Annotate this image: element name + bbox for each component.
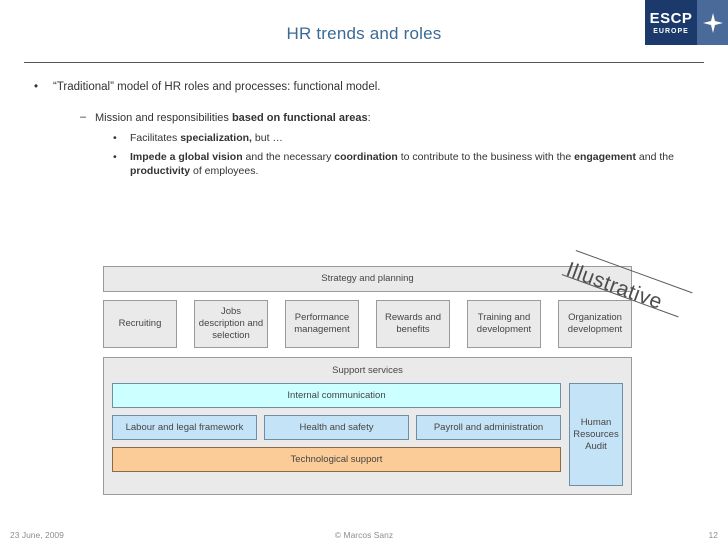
- bullet-marker-3b: •: [113, 151, 117, 163]
- support-services-right-column: Human Resources Audit: [569, 383, 623, 486]
- internal-communication-bar: Internal communication: [112, 383, 561, 408]
- bullet-level2: – Mission and responsibilities based on …: [80, 111, 728, 126]
- bullet-content: • “Traditional” model of HR roles and pr…: [0, 80, 728, 178]
- bullet-marker-1: •: [34, 81, 39, 93]
- support-box-payroll-administration: Payroll and administration: [416, 415, 561, 440]
- footer-copyright: © Marcos Sanz: [334, 530, 394, 540]
- slide-footer: 23 June, 2009 © Marcos Sanz 12: [0, 527, 728, 546]
- bullet-level2-text-bold: based on functional areas: [231, 112, 368, 124]
- functional-box-performance-management: Performance management: [285, 300, 359, 348]
- logo-wordmark-block: ESCP EUROPE: [645, 0, 697, 45]
- support-middle-row: Labour and legal framework Health and sa…: [112, 415, 561, 440]
- escp-europe-logo: ESCP EUROPE: [645, 0, 728, 45]
- support-box-labour-legal: Labour and legal framework: [112, 415, 257, 440]
- strategy-and-planning-bar: Strategy and planning: [103, 266, 632, 292]
- title-divider: [24, 62, 704, 63]
- bullet-marker-2: –: [80, 111, 87, 123]
- bullet-level3-item: • Facilitates specialization, but …: [113, 131, 675, 145]
- support-services-left-column: Internal communication Labour and legal …: [112, 383, 561, 486]
- support-box-health-safety: Health and safety: [264, 415, 409, 440]
- hr-functional-model-diagram: Strategy and planning Recruiting Jobs de…: [103, 266, 632, 495]
- page-title: HR trends and roles: [286, 24, 442, 43]
- bullet-marker-3a: •: [113, 132, 117, 144]
- logo-escp-text: ESCP: [649, 9, 693, 27]
- support-services-body: Internal communication Labour and legal …: [112, 383, 623, 486]
- bullet-level2-text-tail: :: [367, 112, 371, 124]
- functional-box-recruiting: Recruiting: [103, 300, 177, 348]
- bullet-level2-text-plain: Mission and responsibilities: [95, 112, 232, 124]
- footer-date: 23 June, 2009: [10, 530, 64, 540]
- functional-box-organization-development: Organization development: [558, 300, 632, 348]
- functional-box-training-development: Training and development: [467, 300, 541, 348]
- bullet-level1: • “Traditional” model of HR roles and pr…: [34, 80, 728, 95]
- technological-support-bar: Technological support: [112, 447, 561, 472]
- star-icon: [702, 12, 723, 33]
- footer-page-number: 12: [708, 530, 718, 540]
- logo-europe-text: EUROPE: [653, 27, 689, 35]
- human-resources-audit-box: Human Resources Audit: [569, 383, 623, 486]
- functional-box-jobs-description: Jobs description and selection: [194, 300, 268, 348]
- bullet-level1-text: “Traditional” model of HR roles and proc…: [53, 81, 381, 93]
- support-services-title: Support services: [332, 365, 403, 376]
- logo-star-block: [697, 0, 728, 45]
- functional-box-rewards-benefits: Rewards and benefits: [376, 300, 450, 348]
- support-services-container: Support services Internal communication …: [103, 357, 632, 495]
- bullet-level3b-text: Impede a global vision and the necessary…: [130, 151, 674, 177]
- bullet-level3-item: • Impede a global vision and the necessa…: [113, 150, 675, 178]
- bullet-level3a-text: Facilitates specialization, but …: [130, 132, 283, 144]
- functional-areas-row: Recruiting Jobs description and selectio…: [103, 300, 632, 348]
